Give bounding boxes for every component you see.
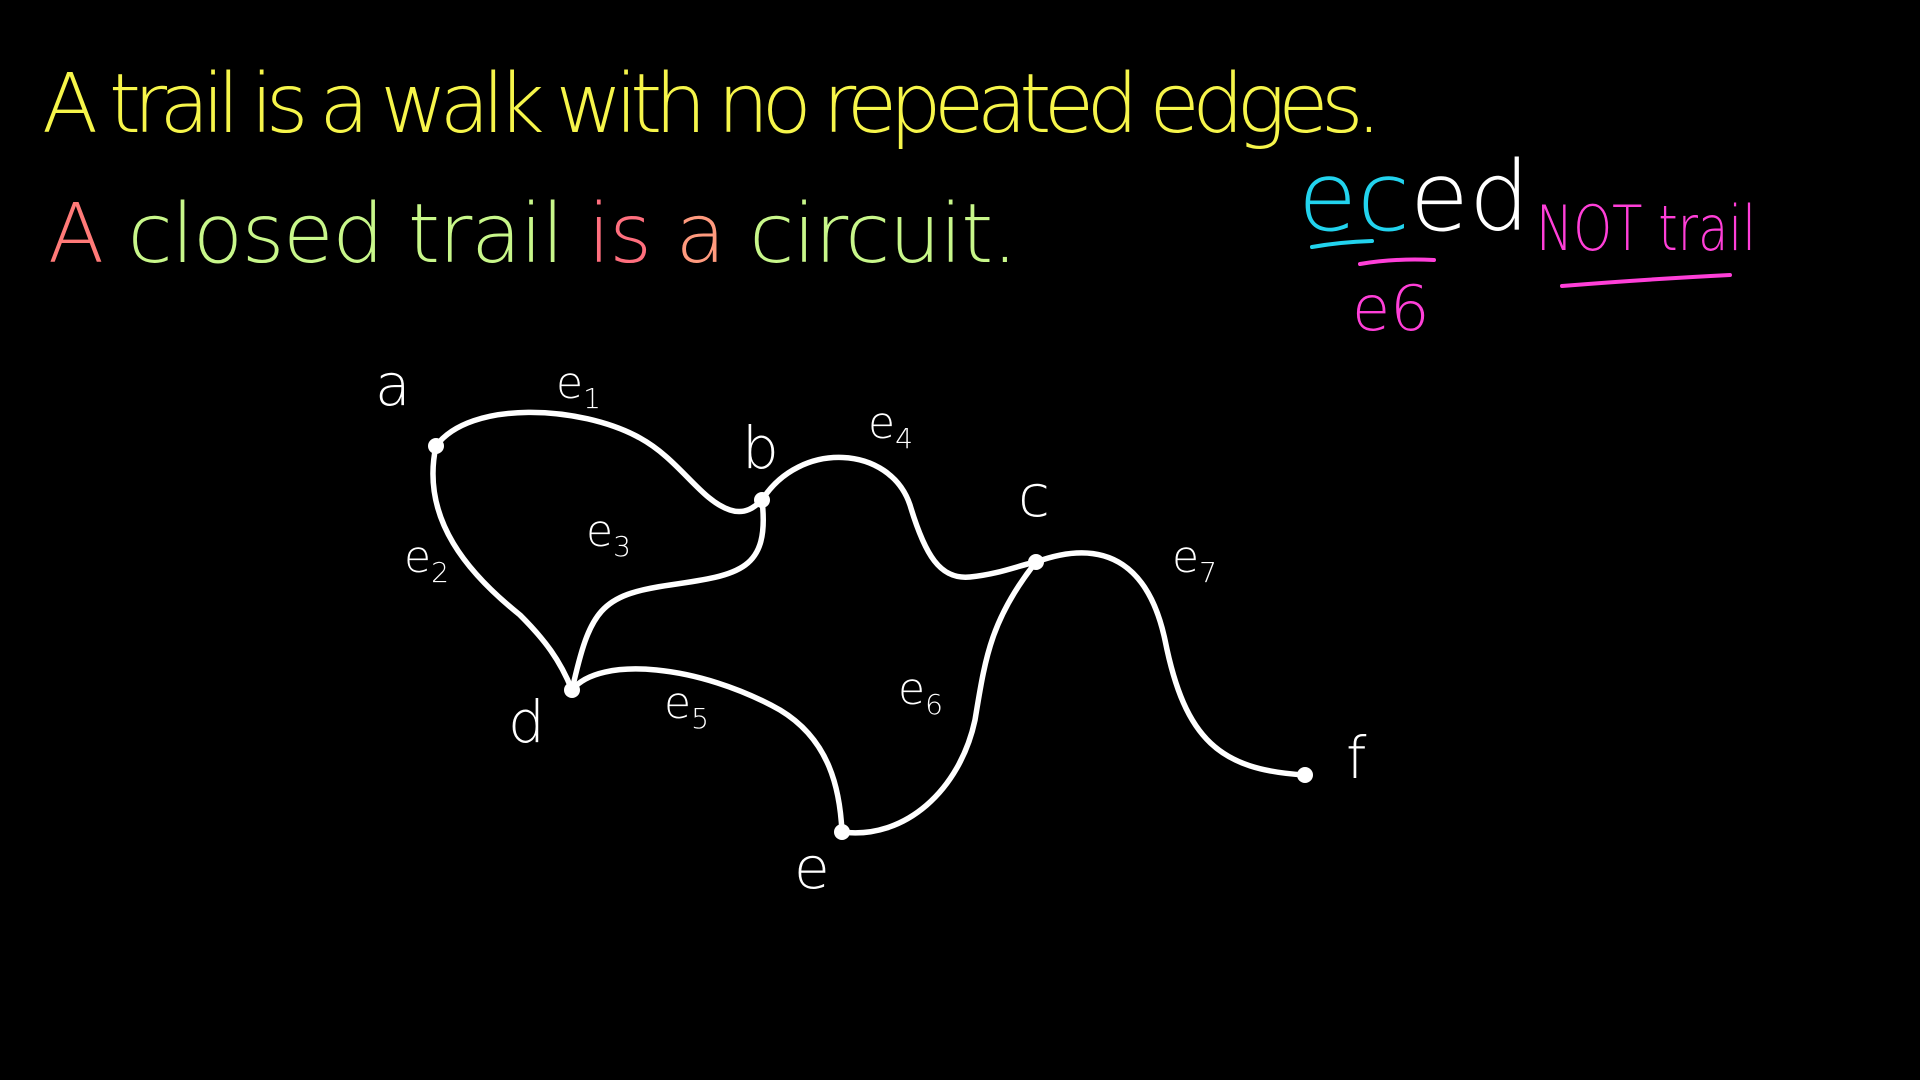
repeated-edge-note: e6 [1352,272,1430,345]
verdict-underline [1560,273,1732,288]
vertex-e [834,824,850,840]
vertex-a [428,438,444,454]
circuit-word: closed [103,187,385,282]
edge-e2 [430,443,575,693]
vertex-c [1028,554,1044,570]
edge-e5 [569,666,845,835]
edge-label-e4: e4 [868,398,913,455]
vertex-label-f: f [1346,724,1367,792]
trail-word: A [42,57,98,152]
example-walk: eced [1298,141,1530,253]
vertex-label-c: c [1018,462,1050,530]
walk-part: ed [1410,141,1530,253]
vertex-label-e: e [794,834,830,902]
circuit-word: circuit. [724,187,1018,282]
edge-label-e6: e6 [898,664,943,721]
edge-label-e5: e5 [664,678,709,735]
not-trail-verdict: NOT trail [1536,192,1756,265]
trail-word: walk [362,57,545,152]
circuit-word: is [563,187,652,282]
edge-label-e2: e2 [404,532,449,589]
edge-e3 [569,497,766,693]
trail-word: with [537,57,706,152]
vertex-label-b: b [742,414,779,482]
trail-word: repeated [804,57,1139,152]
walk-part: ec [1298,141,1410,253]
vertex-d [564,682,580,698]
edge-e1 [433,409,765,515]
trail-word: is [232,57,308,152]
vertex-b [754,492,770,508]
circuit-word: A [48,187,104,282]
vertex-f [1297,767,1313,783]
edge-e7 [1033,550,1308,778]
edge-label-e1: e1 [556,358,601,415]
trail-definition: A trail is a walk with no repeated edges… [42,57,1382,152]
edge-label-e3: e3 [586,506,631,563]
vertex-label-a: a [375,351,411,419]
trail-word: a [301,57,370,152]
edge-e4 [759,454,1039,580]
trail-word: trail [90,57,239,152]
circuit-word: a [651,187,726,282]
trail-word: no [699,57,812,152]
circuit-word: trail [383,187,564,282]
vertex-label-d: d [508,688,545,756]
walk-underline-ec [1310,239,1374,249]
graph: e1 e2 e3 e4 e5 e6 e7 a b c d e f [375,351,1367,902]
edge-label-e7: e7 [1172,532,1217,589]
walk-underline-ed [1358,257,1436,266]
edge-e6 [839,559,1039,836]
circuit-definition: A closed trail is a circuit. [48,187,1018,282]
trail-word: edges. [1131,57,1382,152]
